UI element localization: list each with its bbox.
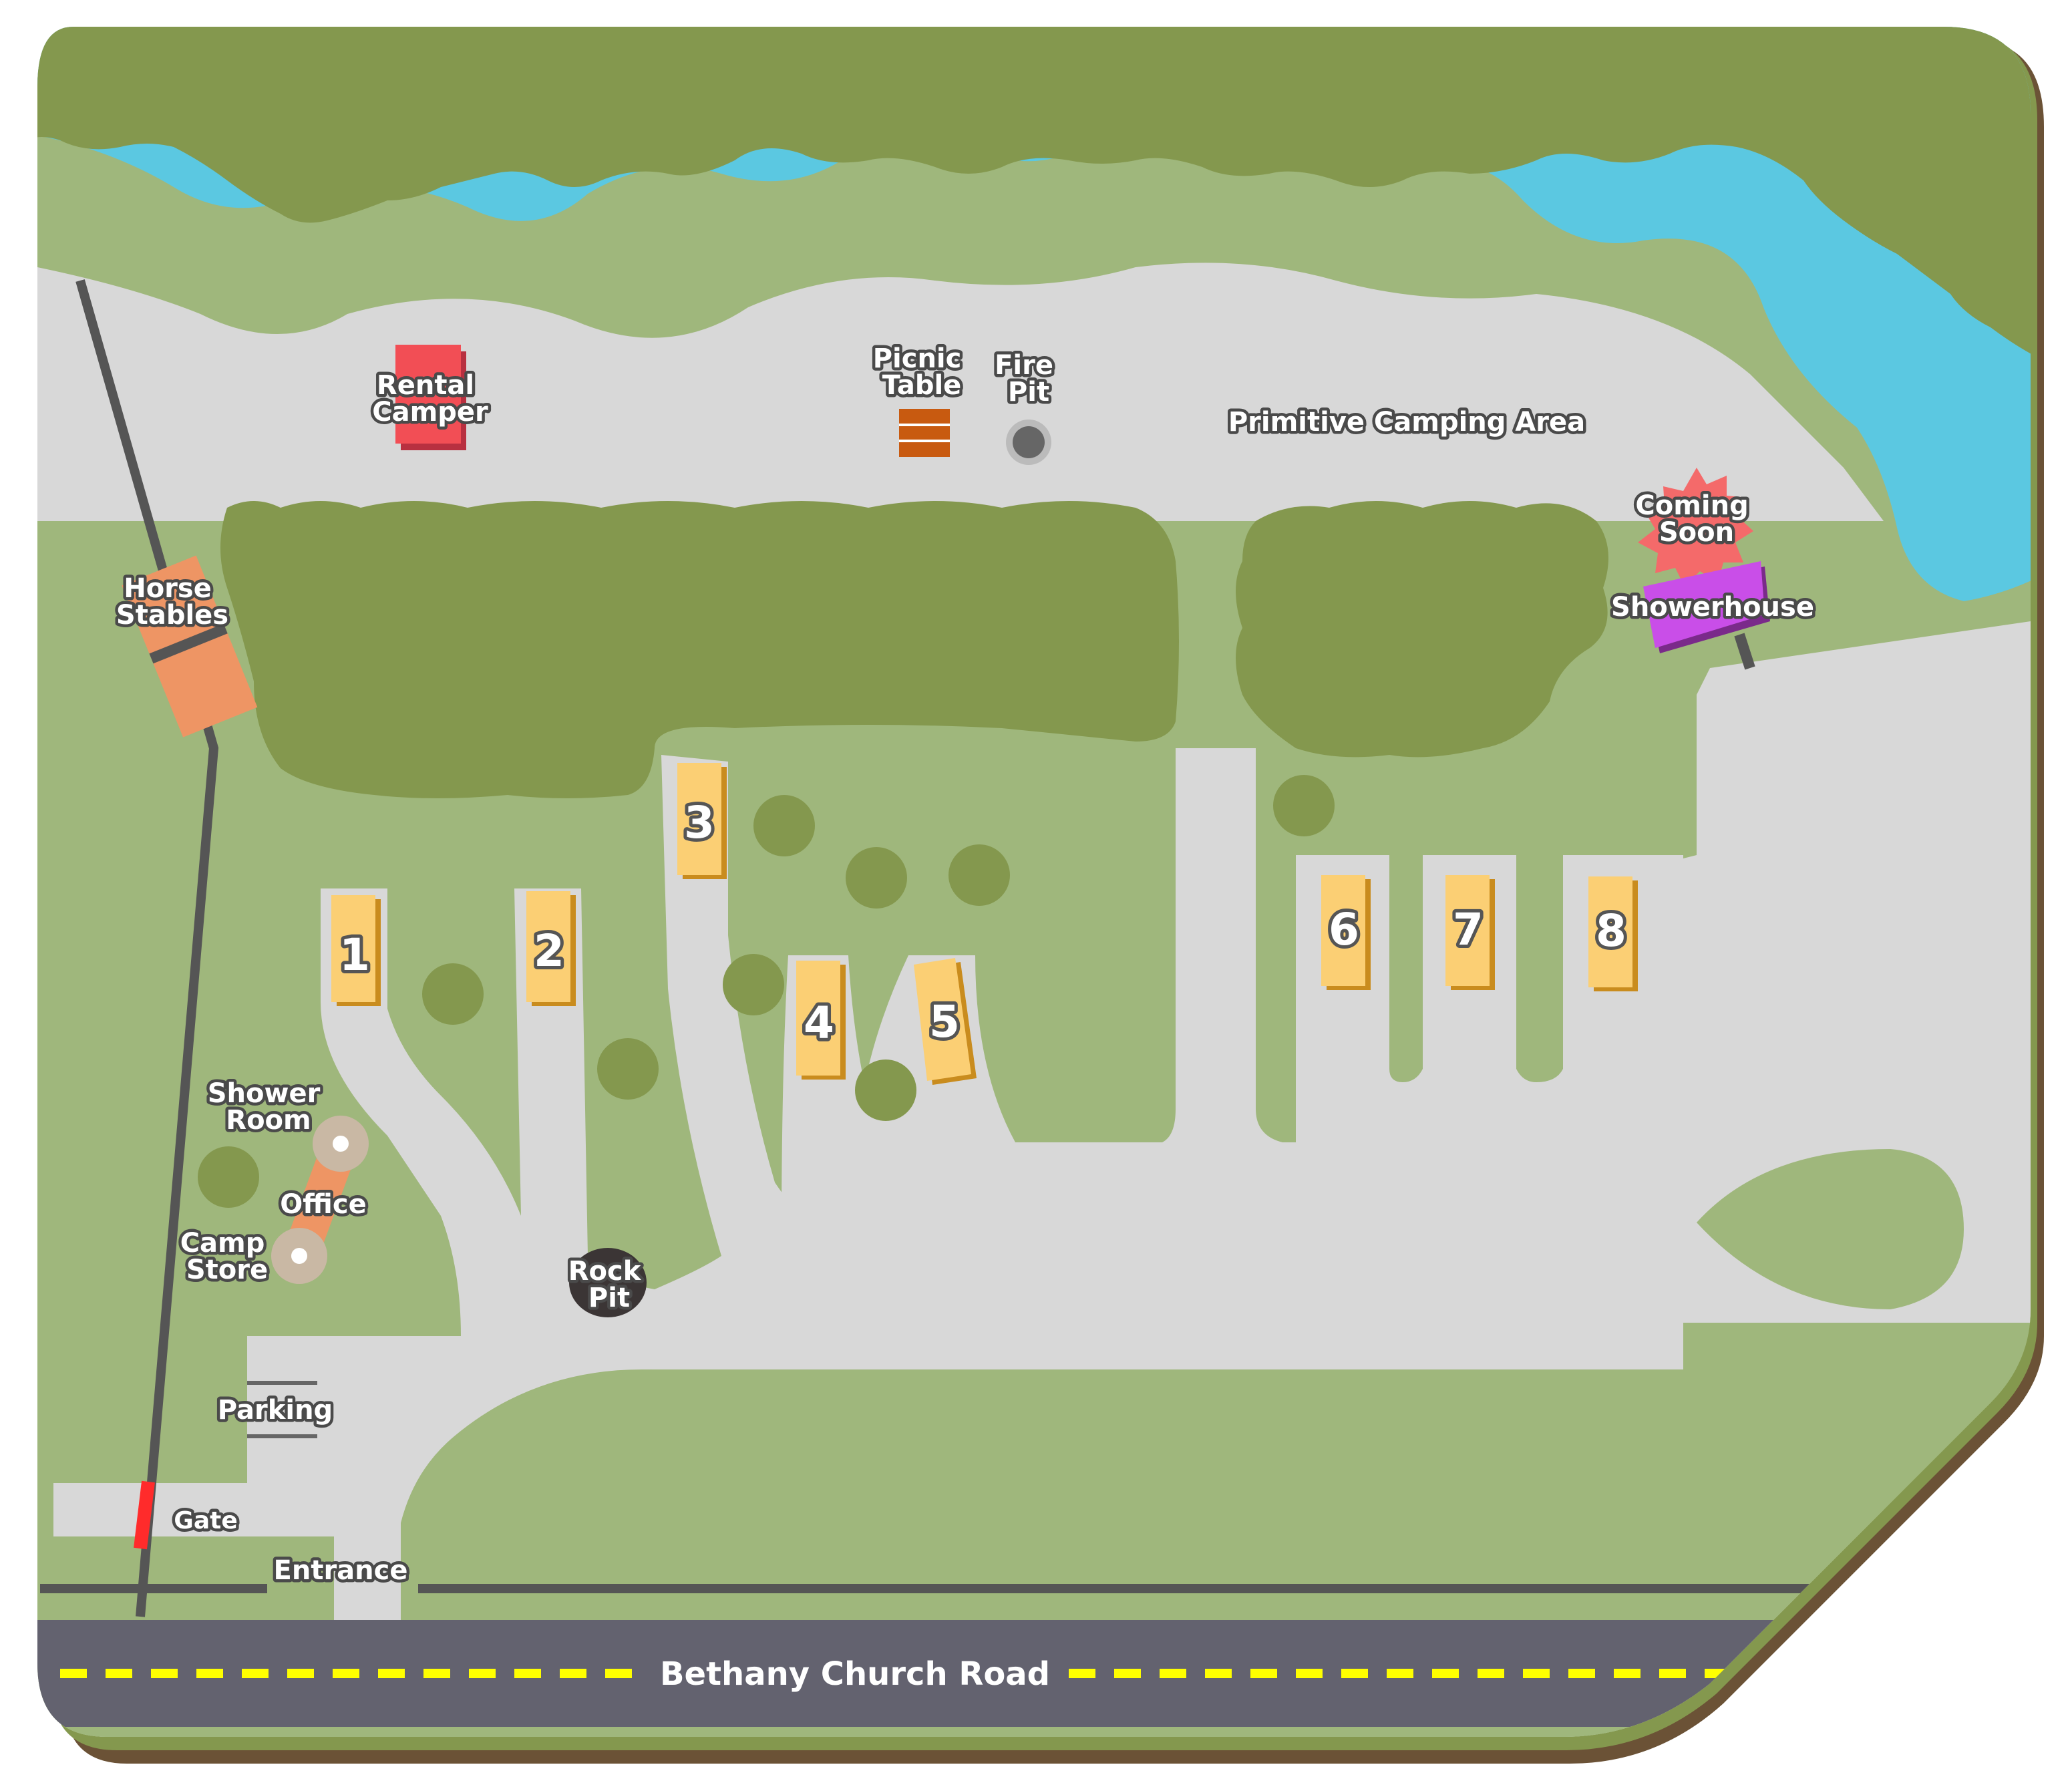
road-label: Bethany Church Road: [660, 1655, 1050, 1693]
east-access-road: [1670, 621, 2031, 1323]
site-4-number: 4: [804, 997, 834, 1049]
campsite-pads[interactable]: [331, 763, 1638, 1085]
primitive-camping-area-label: Primitive Camping Area: [1228, 407, 1585, 438]
rental-camper-label: Rental Camper: [372, 370, 488, 428]
picnic-table-label: Picnic Table: [873, 343, 971, 401]
horse-stables-label: Horse Stables: [116, 573, 228, 631]
site-1-number: 1: [339, 929, 370, 981]
site-5-number: 5: [929, 996, 960, 1047]
teardrop-green: [1697, 1149, 1964, 1309]
site-8-number: 8: [1596, 905, 1626, 957]
east-forest: [1236, 501, 1608, 758]
entrance-label: Entrance: [274, 1555, 408, 1586]
fire-pit-icon[interactable]: [1006, 420, 1051, 465]
lower-field: [401, 1369, 2031, 1590]
shrubs: [198, 775, 1335, 1208]
road-bottom-grass: [37, 1727, 2031, 1737]
rental-camper-building[interactable]: [395, 345, 466, 450]
office-label: Office: [280, 1189, 366, 1220]
west-path: [75, 279, 219, 1617]
picnic-table-icon[interactable]: [899, 409, 950, 457]
office-building[interactable]: [271, 1116, 369, 1284]
coming-soon-label: Coming Soon: [1635, 490, 1757, 548]
site-2-number: 2: [534, 925, 564, 977]
site-7-number: 7: [1453, 904, 1484, 955]
gate-bar: [134, 1480, 155, 1550]
fire-pit-label: Fire Pit: [995, 350, 1063, 408]
central-forest: [220, 501, 1179, 798]
site-3-number: 3: [684, 797, 715, 848]
rock-pit[interactable]: [569, 1248, 647, 1317]
main-gravel-loop: [53, 748, 1683, 1623]
camp-store-label: Camp Store: [180, 1228, 275, 1285]
north-forest: [37, 27, 2031, 361]
shower-room-label: Shower Room: [208, 1078, 330, 1136]
horse-stables-building[interactable]: [122, 555, 258, 738]
showerhouse-label: Showerhouse: [1611, 592, 1814, 623]
rock-pit-label: Rock Pit: [568, 1256, 651, 1313]
coming-soon-starburst: [1638, 468, 1753, 587]
parking-label: Parking: [218, 1395, 333, 1426]
site-6-number: 6: [1329, 904, 1359, 955]
showerhouse-building[interactable]: [1643, 561, 1770, 670]
gate-label: Gate: [174, 1507, 237, 1534]
